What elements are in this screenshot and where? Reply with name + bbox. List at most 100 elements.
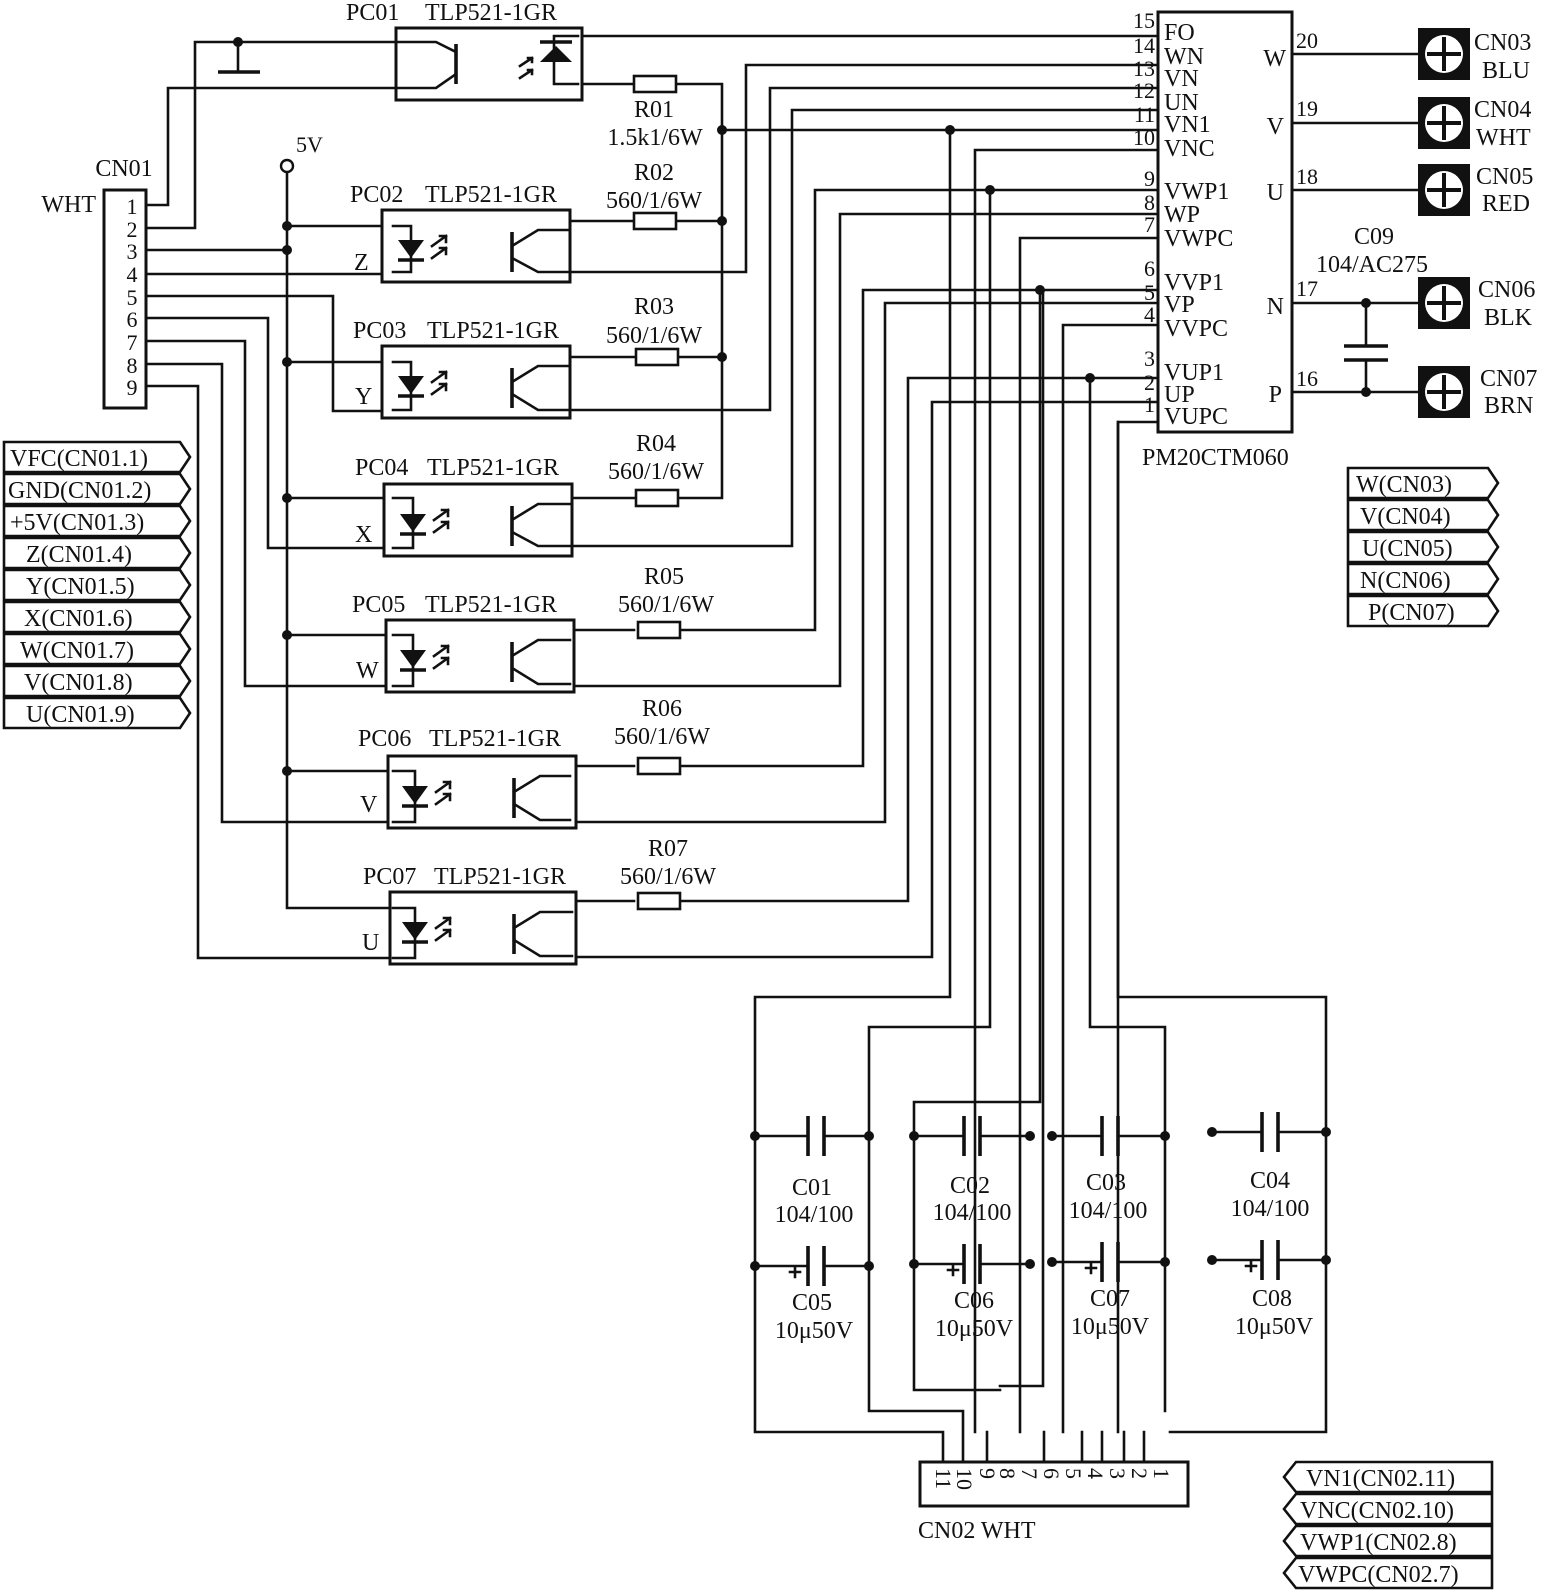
- ipm-left-pin-labels: 15 FO 14 WN 13 VN 12 UN 11 VN1 10 VNC 9 …: [1133, 8, 1233, 430]
- svg-text:P(CN07): P(CN07): [1368, 600, 1455, 626]
- cn01-pin: 4: [127, 262, 138, 287]
- c02-value: 104/100: [933, 1200, 1012, 1226]
- svg-text:P: P: [1269, 382, 1282, 408]
- c09-value: 104/AC275: [1316, 252, 1428, 278]
- cn01-pin: 7: [127, 330, 138, 355]
- svg-text:8: 8: [1144, 190, 1155, 215]
- c02-capacitor: C02 104/100: [933, 1116, 1012, 1226]
- svg-text:W(CN03): W(CN03): [1356, 472, 1452, 498]
- svg-text:VN1: VN1: [1164, 112, 1211, 138]
- pc03-optocoupler: PC03 TLP521-1GR Y: [353, 318, 572, 420]
- c05-ref: C05: [792, 1290, 832, 1316]
- cn02-label: CN02 WHT: [918, 1518, 1036, 1544]
- svg-text:W(CN01.7): W(CN01.7): [20, 638, 134, 664]
- c08-ref: C08: [1252, 1286, 1292, 1312]
- pc04-ref: PC04: [355, 455, 408, 481]
- cn02-connector: 11 10 9 8 7 6 5 4 3 2 1 CN02 WHT: [918, 1430, 1190, 1544]
- cn01-pin: 6: [127, 307, 138, 332]
- svg-text:U(CN05): U(CN05): [1362, 536, 1453, 562]
- svg-text:VFC(CN01.1): VFC(CN01.1): [10, 446, 148, 472]
- svg-text:V: V: [1267, 114, 1285, 140]
- svg-text:13: 13: [1133, 56, 1155, 81]
- svg-text:U(CN01.9): U(CN01.9): [26, 702, 135, 728]
- ipm-right-pin-labels: W 20 V 19 U 18 N 17 P 16: [1263, 28, 1318, 408]
- svg-text:VNC: VNC: [1164, 136, 1215, 162]
- ipm-part: PM20CTM060: [1142, 445, 1289, 471]
- cn01-pin: 5: [127, 285, 138, 310]
- svg-text:V(CN04): V(CN04): [1360, 504, 1451, 530]
- svg-text:WP: WP: [1164, 202, 1200, 228]
- pc04-part: TLP521-1GR: [427, 455, 559, 481]
- flag-w: W(CN01.7): [2, 632, 192, 666]
- pc07-part: TLP521-1GR: [434, 864, 566, 890]
- flag-v: V(CN01.8): [2, 664, 192, 698]
- c06-value: 10μ50V: [935, 1316, 1014, 1342]
- r04-resistor: R04 560/1/6W: [608, 431, 704, 508]
- pc06-optocoupler: PC06 TLP521-1GR V: [358, 726, 578, 830]
- svg-text:20: 20: [1296, 28, 1318, 53]
- flag-p-cn07: P(CN07): [1346, 594, 1500, 628]
- cn03-terminal: CN03 BLU: [1418, 28, 1531, 84]
- pc07-letter: U: [362, 930, 379, 956]
- svg-text:VWPC: VWPC: [1164, 226, 1233, 252]
- c09-capacitor: C09 104/AC275: [1316, 224, 1428, 362]
- flag-y: Y(CN01.5): [2, 568, 192, 602]
- svg-text:VVP1: VVP1: [1164, 270, 1224, 296]
- c04-capacitor: C04 104/100: [1231, 1112, 1309, 1222]
- flag-gnd: GND(CN01.2): [2, 472, 192, 506]
- r07-resistor: R07 560/1/6W: [620, 836, 716, 911]
- r06-ref: R06: [642, 696, 682, 722]
- pc03-part: TLP521-1GR: [427, 318, 559, 344]
- right-flags: W(CN03) V(CN04) U(CN05) N(CN06) P(CN07): [1346, 466, 1500, 628]
- r01-value: 1.5k1/6W: [607, 125, 703, 151]
- svg-text:16: 16: [1296, 366, 1318, 391]
- cn01-pin: 8: [127, 353, 138, 378]
- svg-text:4: 4: [1083, 1468, 1108, 1479]
- svg-text:VP: VP: [1164, 292, 1195, 318]
- c08-value: 10μ50V: [1235, 1314, 1314, 1340]
- svg-text:12: 12: [1133, 78, 1155, 103]
- cn03-color: BLU: [1482, 58, 1530, 84]
- pc06-ref: PC06: [358, 726, 411, 752]
- svg-text:Z(CN01.4): Z(CN01.4): [26, 542, 132, 568]
- svg-text:5: 5: [1144, 280, 1155, 305]
- pc07-ref: PC07: [363, 864, 416, 890]
- svg-text:VWPC(CN02.7): VWPC(CN02.7): [1298, 1562, 1459, 1588]
- c05-value: 10μ50V: [775, 1318, 854, 1344]
- r05-value: 560/1/6W: [618, 592, 714, 618]
- c01-capacitor: C01 104/100: [775, 1116, 853, 1228]
- r03-resistor: R03 560/1/6W: [606, 294, 702, 367]
- svg-text:4: 4: [1144, 302, 1155, 327]
- cn06-terminal: CN06 BLK: [1418, 277, 1535, 331]
- pc03-ref: PC03: [353, 318, 406, 344]
- pc02-part: TLP521-1GR: [425, 182, 557, 208]
- svg-text:VNC(CN02.10): VNC(CN02.10): [1300, 1498, 1454, 1524]
- c01-ref: C01: [792, 1175, 832, 1201]
- cn01-pin: 9: [127, 375, 138, 400]
- supply-label: 5V: [296, 132, 323, 157]
- ipm-module: PM20CTM060 15 FO 14 WN 13 VN 12 UN 11 VN…: [1133, 8, 1318, 471]
- svg-text:7: 7: [1017, 1468, 1042, 1479]
- flag-vwp1-cn02: VWP1(CN02.8): [1282, 1524, 1494, 1558]
- r04-value: 560/1/6W: [608, 459, 704, 485]
- cn05-ref: CN05: [1476, 164, 1533, 190]
- c02-ref: C02: [950, 1173, 990, 1199]
- r03-ref: R03: [634, 294, 674, 320]
- pc02-letter: Z: [354, 250, 369, 276]
- bottom-flags: VN1(CN02.11) VNC(CN02.10) VWP1(CN02.8) V…: [1282, 1460, 1494, 1590]
- cn07-terminal: CN07 BRN: [1418, 366, 1537, 419]
- cn07-color: BRN: [1484, 393, 1533, 419]
- svg-text:WN: WN: [1164, 44, 1204, 70]
- cn01-ref: CN01: [95, 156, 152, 182]
- c06-capacitor: C06 10μ50V: [935, 1244, 1014, 1342]
- c07-capacitor: C07 10μ50V: [1071, 1242, 1150, 1340]
- r06-value: 560/1/6W: [614, 724, 710, 750]
- svg-text:X(CN01.6): X(CN01.6): [24, 606, 133, 632]
- cn01-color: WHT: [41, 192, 96, 218]
- flag-x: X(CN01.6): [2, 600, 192, 634]
- pc06-letter: V: [360, 792, 378, 818]
- svg-text:17: 17: [1296, 276, 1318, 301]
- svg-text:11: 11: [1134, 102, 1155, 127]
- cn01-pin: 2: [127, 217, 138, 242]
